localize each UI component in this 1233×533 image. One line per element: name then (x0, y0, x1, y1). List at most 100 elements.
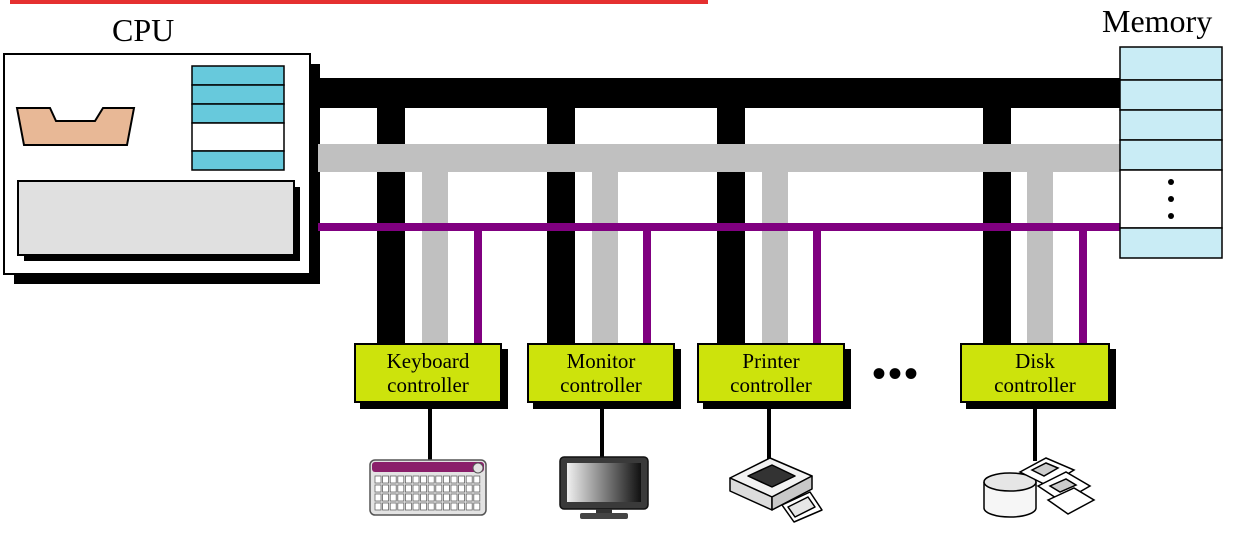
keyboard-key (374, 484, 382, 493)
data-bus-drop (377, 90, 405, 343)
keyboard-key (435, 475, 443, 484)
keyboard-key (450, 484, 458, 493)
controller-label: controller (994, 373, 1076, 397)
keyboard-key (442, 475, 450, 484)
printer-controller: Printer controller (697, 343, 845, 403)
keyboard-key (442, 493, 450, 502)
address-bus-drop (592, 158, 618, 343)
keyboard-key (412, 493, 420, 502)
keyboard-key (397, 493, 405, 502)
control-bus-drop (813, 226, 821, 343)
control-bus-drop (643, 226, 651, 343)
controller-label: Monitor (566, 349, 636, 373)
keyboard-key (435, 484, 443, 493)
controller-label: Disk (1015, 349, 1055, 373)
address-bus (318, 144, 1122, 172)
keyboard-key (389, 502, 397, 511)
keyboard-key (458, 475, 466, 484)
keyboard-key (435, 502, 443, 511)
keyboard-key (382, 484, 390, 493)
cpu-label: CPU (112, 12, 175, 48)
keyboard-controller: Keyboard controller (354, 343, 502, 403)
cpu-register (191, 103, 285, 124)
keyboard-key (404, 484, 412, 493)
keyboard-key (374, 493, 382, 502)
disk-icon (983, 457, 1096, 518)
keyboard-key (450, 502, 458, 511)
keyboard-key (427, 484, 435, 493)
keyboard-key (397, 502, 405, 511)
controller-label: Printer (742, 349, 800, 373)
address-bus-drop (1027, 158, 1053, 343)
keyboard-key (427, 475, 435, 484)
keyboard-key (389, 493, 397, 502)
monitor-controller: Monitor controller (527, 343, 675, 403)
controller-label: controller (730, 373, 812, 397)
keyboard-key (374, 502, 382, 511)
keyboard-key (412, 502, 420, 511)
keyboard-key (473, 493, 481, 502)
keyboard-key (389, 484, 397, 493)
keyboard-key (465, 502, 473, 511)
keyboard-key (404, 493, 412, 502)
alu-icon (15, 107, 136, 146)
keyboard-key (397, 484, 405, 493)
keyboard-key (420, 484, 428, 493)
keyboard-key (404, 475, 412, 484)
keyboard-key (420, 502, 428, 511)
keyboard-key (458, 484, 466, 493)
device-cable (428, 403, 432, 461)
keyboard-key (458, 493, 466, 502)
data-bus-drop (717, 90, 745, 343)
control-bus-drop (474, 226, 482, 343)
keyboard-key (465, 475, 473, 484)
control-unit (17, 180, 295, 256)
address-bus-drop (762, 158, 788, 343)
keyboard-key (450, 475, 458, 484)
header-rule (10, 0, 708, 4)
keyboard-key (389, 475, 397, 484)
keyboard-key (435, 493, 443, 502)
keyboard-icon (369, 459, 487, 516)
keyboard-key (382, 493, 390, 502)
memory-stack (1119, 46, 1223, 259)
controller-label: Keyboard (386, 349, 470, 373)
address-bus-drop (422, 158, 448, 343)
controller-label: controller (560, 373, 642, 397)
data-bus-drop (547, 90, 575, 343)
cpu-register (191, 84, 285, 105)
printer-icon (729, 457, 823, 523)
keyboard-key (427, 502, 435, 511)
device-cable (1033, 403, 1037, 461)
keyboard-key (382, 475, 390, 484)
keyboard-key (465, 484, 473, 493)
keyboard-key (382, 502, 390, 511)
keyboard-key (404, 502, 412, 511)
disk-controller: Disk controller (960, 343, 1110, 403)
keyboard-key (412, 484, 420, 493)
keyboard-key (397, 475, 405, 484)
keyboard-key (465, 493, 473, 502)
memory-label: Memory (1102, 3, 1213, 39)
cpu-register (191, 150, 285, 171)
controller-label: controller (387, 373, 469, 397)
device-cable (767, 403, 771, 465)
device-cable (600, 403, 604, 458)
control-bus-drop (1079, 226, 1087, 343)
keyboard-key (442, 484, 450, 493)
keyboard-key (442, 502, 450, 511)
keyboard-key (473, 484, 481, 493)
more-controllers-ellipsis: ••• (872, 351, 921, 396)
keyboard-key (473, 475, 481, 484)
keyboard-key (450, 493, 458, 502)
keyboard-key (412, 475, 420, 484)
data-bus-drop (983, 90, 1011, 343)
keyboard-key (374, 475, 382, 484)
cpu-register (191, 122, 285, 152)
keyboard-key (420, 493, 428, 502)
keyboard-key (427, 493, 435, 502)
control-bus (318, 223, 1122, 231)
keyboard-key (458, 502, 466, 511)
